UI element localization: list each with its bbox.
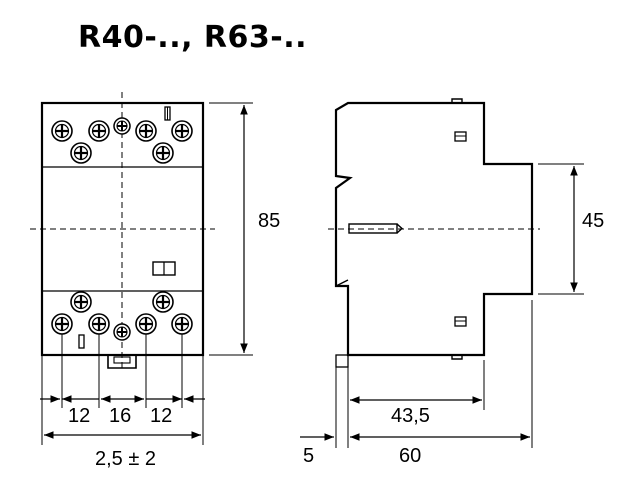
top-terminal-screw-4 (170, 119, 194, 143)
bottom-terminal-screw-2 (87, 312, 111, 336)
dim-pitch-right-label: 12 (150, 405, 172, 427)
bottom-terminal-screw-3 (134, 312, 158, 336)
bottom-terminal-screw-1 (50, 312, 74, 336)
bottom-coil-screw-2 (151, 290, 175, 314)
top-terminal-screw-3 (134, 119, 158, 143)
side-view (300, 98, 584, 448)
dim-depth-front-label: 43,5 (391, 405, 430, 427)
top-terminal-screw-center (113, 117, 131, 135)
bottom-indicator-mark (78, 334, 85, 349)
dim-rail-height-label: 45 (582, 210, 604, 232)
top-coil-screw-1 (69, 141, 93, 165)
top-coil-screw-2 (151, 141, 175, 165)
dim-width-label: 2,5 ± 2 (95, 448, 156, 470)
din-rail-clip (107, 355, 137, 369)
dim-offset-label: 5 (303, 445, 314, 467)
dim-total-depth-label: 60 (399, 445, 421, 467)
drawing-title: R40-.., R63-.. (78, 20, 308, 55)
front-view (30, 92, 253, 445)
dim-pitch-left-label: 12 (68, 405, 90, 427)
top-terminal-screw-2 (87, 119, 111, 143)
bottom-terminal-screw-4 (170, 312, 194, 336)
dim-pitch-mid-label: 16 (109, 405, 131, 427)
side-rail-clip (335, 279, 349, 287)
bottom-terminal-screw-center (113, 323, 131, 341)
top-terminal-screw-1 (50, 119, 74, 143)
bottom-coil-screw-1 (69, 290, 93, 314)
dim-height-label: 85 (258, 210, 280, 232)
